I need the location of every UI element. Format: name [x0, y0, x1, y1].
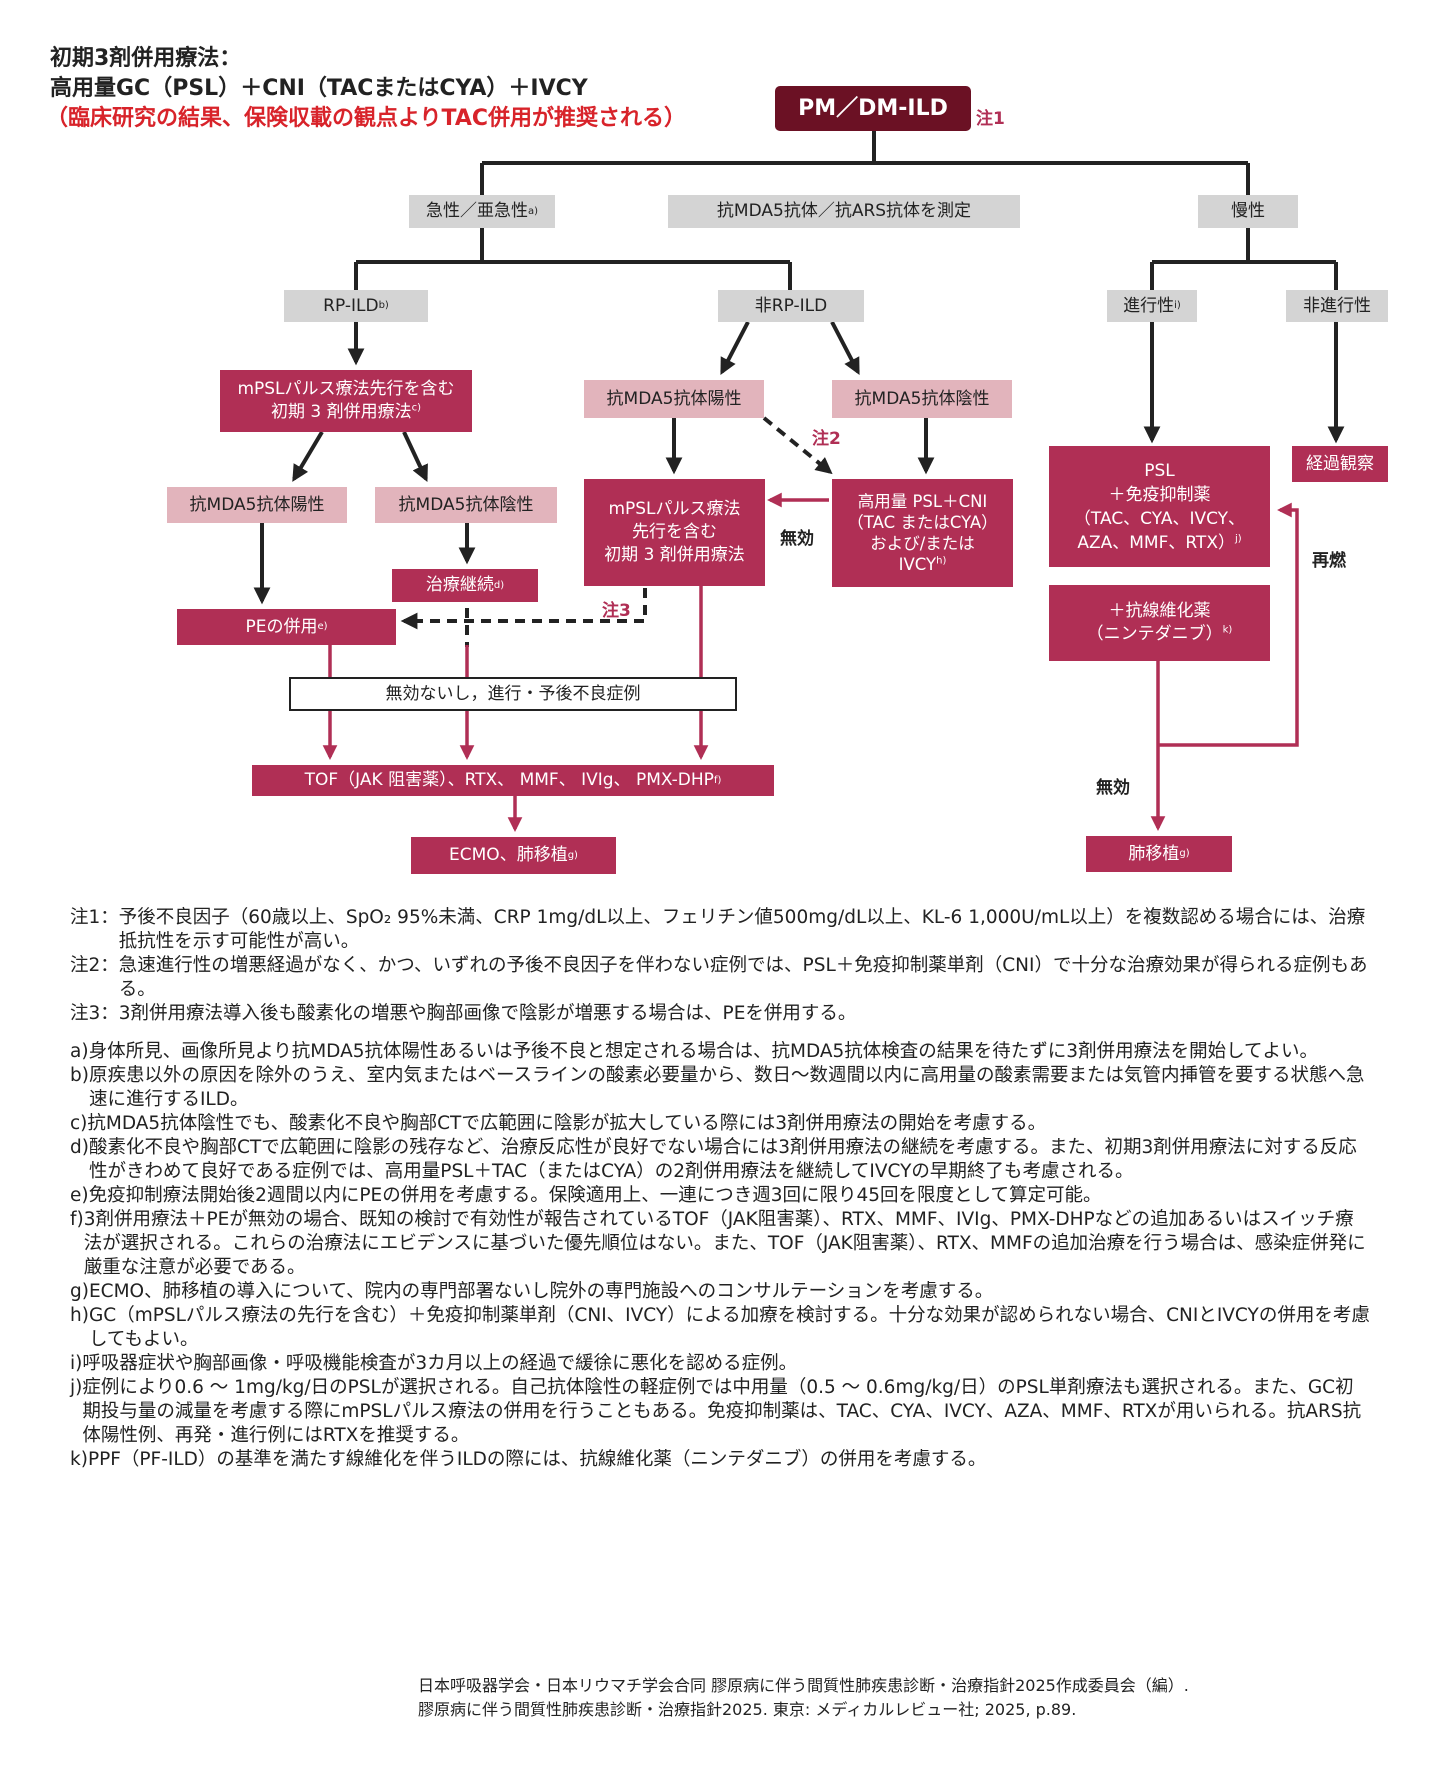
flowchart: 初期3剤併用療法： 高用量GC（PSL）＋CNI（TACまたはCYA）＋IVCY… — [46, 46, 1388, 874]
footnote-2: 注2：急速進行性の増悪経過がなく、かつ、いずれの予後不良因子を伴わない症例では、… — [70, 955, 1368, 1000]
mpsl-triple-therapy-box-2: mPSLパルス療法 先行を含む 初期 3 剤併用療法 — [584, 479, 765, 586]
note-k: k)PPF（PF-ILD）の基準を満たす線維化を伴うILDの際には、抗線維化薬（… — [70, 1449, 987, 1470]
note3-marker: 注3 — [602, 601, 631, 621]
arrow-nonrp-to-pos — [720, 321, 750, 375]
arrow-mpsl-to-pos — [292, 430, 324, 482]
note-g: g)ECMO、肺移植の導入について、院内の専門部署ないし院外の専門施設へのコンサ… — [70, 1281, 994, 1302]
footnote-3: 注3：3剤併用療法導入後も酸素化の増悪や胸部画像で陰影が増悪する場合は、PEを併… — [70, 1003, 857, 1024]
header-line-2: 高用量GC（PSL）＋CNI（TACまたはCYA）＋IVCY — [50, 76, 588, 101]
ineffective-progressive-node: 無効ないし，進行・予後不良症例 — [289, 677, 737, 711]
citation-line-1: 日本呼吸器学会・日本リウマチ学会合同 膠原病に伴う間質性肺疾患診断・治療指針20… — [418, 1676, 1189, 1695]
mda5-positive-right-node: 抗MDA5抗体陽性 — [584, 380, 764, 418]
antibody-measure-node: 抗MDA5抗体／抗ARS抗体を測定 — [668, 195, 1020, 228]
ineffective-label-middle: 無効 — [780, 529, 814, 549]
non-rp-ild-node: 非RP-ILD — [718, 290, 864, 322]
note-e: e)免疫抑制療法開始後2週間以内にPEの併用を考慮する。保険適用上、一連につき週… — [70, 1185, 1102, 1206]
ineffective-label-right: 無効 — [1096, 778, 1130, 798]
note-a: a)身体所見、画像所見より抗MDA5抗体陽性あるいは予後不良と想定される場合は、… — [70, 1041, 1319, 1062]
mda5-negative-left-node: 抗MDA5抗体陰性 — [375, 487, 557, 523]
arrow-relapse-loop — [1158, 502, 1299, 747]
non-progressive-node: 非進行性 — [1286, 290, 1388, 322]
note1-marker: 注1 — [976, 109, 1005, 129]
root-node: PM／DM-ILD — [775, 86, 971, 131]
footnotes-section: 注1：予後不良因子（60歳以上、SpO₂ 95%未満、CRP 1mg/dL以上、… — [70, 906, 1370, 1472]
mda5-negative-right-node: 抗MDA5抗体陰性 — [832, 380, 1012, 418]
relapse-label: 再燃 — [1312, 551, 1346, 571]
high-dose-psl-cni-node: 高用量 PSL＋CNI （TAC またはCYA） および/または IVCYh) — [832, 479, 1013, 587]
note-d: d)酸素化不良や胸部CTで広範囲に陰影の残存など、治療反応性が良好でない場合には… — [70, 1137, 1357, 1182]
arrow-nonrp-to-neg — [830, 321, 860, 375]
arrow-mpsl-to-neg — [402, 431, 428, 483]
arrow-dashed-note3 — [400, 588, 647, 630]
antifibrotic-node: ＋抗線維化薬 （ニンテダニブ）k) — [1049, 585, 1270, 661]
mpsl-triple-therapy-node: mPSLパルス療法先行を含む 初期 3 剤併用療法c) — [220, 370, 472, 432]
note2-marker: 注2 — [812, 429, 841, 449]
observation-node: 経過観察 — [1292, 446, 1388, 482]
psl-immunosuppressant-node: PSL ＋免疫抑制薬 （TAC、CYA、IVCY、 AZA、MMF、RTX）j) — [1049, 446, 1270, 567]
connector-lines — [253, 131, 1345, 832]
note-i: i)呼吸器症状や胸部画像・呼吸機能検査が3カ月以上の経過で緩徐に悪化を認める症例… — [70, 1353, 798, 1374]
citation: 日本呼吸器学会・日本リウマチ学会合同 膠原病に伴う間質性肺疾患診断・治療指針20… — [418, 1674, 1398, 1722]
citation-line-2: 膠原病に伴う間質性肺疾患診断・治療指針2025. 東京: メディカルレビュー社;… — [418, 1700, 1077, 1719]
chronic-node: 慢性 — [1198, 195, 1298, 228]
note-c: c)抗MDA5抗体陰性でも、酸素化不良や胸部CTで広範囲に陰影が拡大している際に… — [70, 1113, 1047, 1134]
footnote-1: 注1：予後不良因子（60歳以上、SpO₂ 95%未満、CRP 1mg/dL以上、… — [70, 907, 1366, 952]
arrow-dashed-note2 — [762, 416, 833, 475]
header-line-1: 初期3剤併用療法： — [50, 46, 242, 71]
note-h: h)GC（mPSLパルス療法の先行を含む）＋免疫抑制薬単剤（CNI、IVCY）に… — [70, 1305, 1370, 1350]
header-line-3: （臨床研究の結果、保険収載の観点よりTAC併用が推奨される） — [46, 106, 687, 131]
note-b: b)原疾患以外の原因を除外のうえ、室内気またはベースラインの酸素必要量から、数日… — [70, 1065, 1365, 1110]
mda5-positive-left-node: 抗MDA5抗体陽性 — [167, 487, 347, 523]
note-j: j)症例により0.6 ～ 1mg/kg/日のPSLが選択される。自己抗体陰性の軽… — [70, 1377, 1362, 1446]
note-f: f)3剤併用療法＋PEが無効の場合、既知の検討で有効性が報告されているTOF（J… — [70, 1209, 1366, 1278]
